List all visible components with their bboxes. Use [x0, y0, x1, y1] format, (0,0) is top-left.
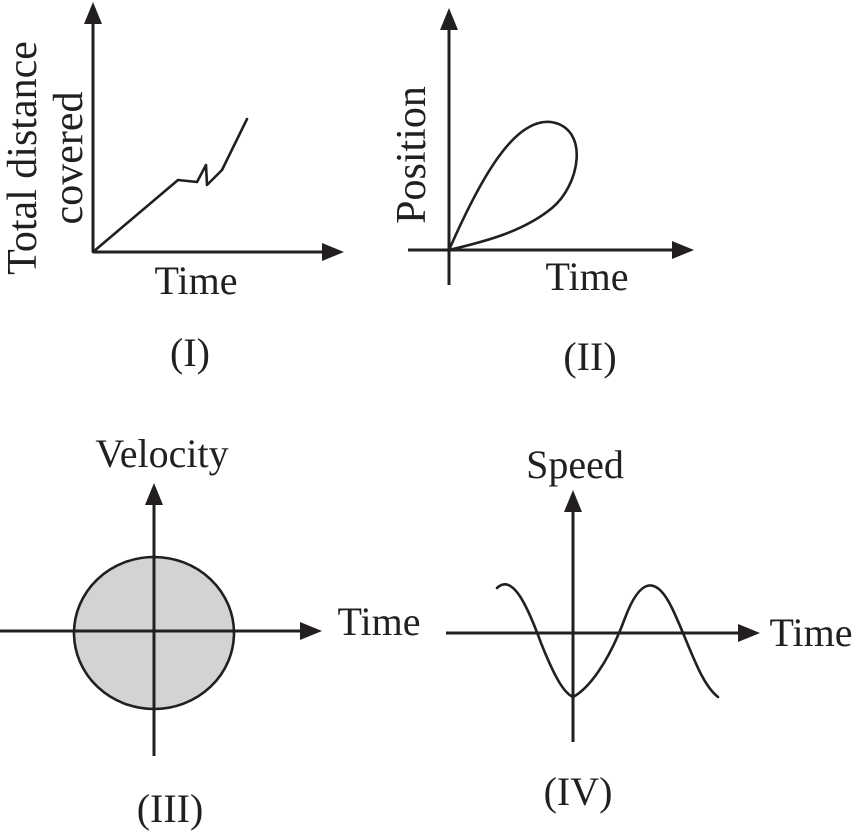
graph-2-ylabel: Position	[389, 86, 435, 224]
graph-4-y-arrowhead	[564, 490, 582, 512]
graph-3-caption: (III)	[137, 786, 204, 831]
graph-1: Total distance covered Time (I)	[0, 2, 344, 375]
graph-4-caption: (IV)	[544, 769, 613, 814]
graph-4-xlabel: Time	[769, 610, 852, 655]
graph-3-y-arrowhead	[145, 483, 163, 505]
graph-2-xlabel: Time	[545, 254, 628, 299]
graph-3-ylabel: Velocity	[95, 431, 228, 476]
graph-3-xlabel: Time	[337, 599, 420, 644]
graph-2-y-arrowhead	[440, 8, 458, 30]
graph-1-distance-curve	[91, 117, 249, 254]
graph-1-ylabel-line1: Total distance	[0, 41, 46, 275]
graph-2-caption: (II)	[563, 334, 616, 379]
graph-2-x-arrowhead	[672, 241, 694, 259]
graph-1-y-arrowhead	[84, 2, 102, 24]
graph-4-ylabel: Speed	[526, 442, 624, 487]
graph-4: Speed Time (IV)	[446, 442, 853, 814]
graph-2-position-loop	[447, 120, 578, 252]
graph-1-ylabel-line2: covered	[46, 92, 92, 225]
graph-3: Velocity Time (III)	[0, 431, 421, 831]
graph-1-caption: (I)	[170, 330, 210, 375]
graph-3-x-arrowhead	[300, 622, 322, 640]
graph-1-xlabel: Time	[154, 258, 237, 303]
graph-1-x-arrowhead	[322, 243, 344, 261]
graph-4-x-arrowhead	[738, 624, 760, 642]
graph-4-speed-curve	[495, 583, 720, 699]
graph-2: Position Time (II)	[389, 8, 694, 379]
